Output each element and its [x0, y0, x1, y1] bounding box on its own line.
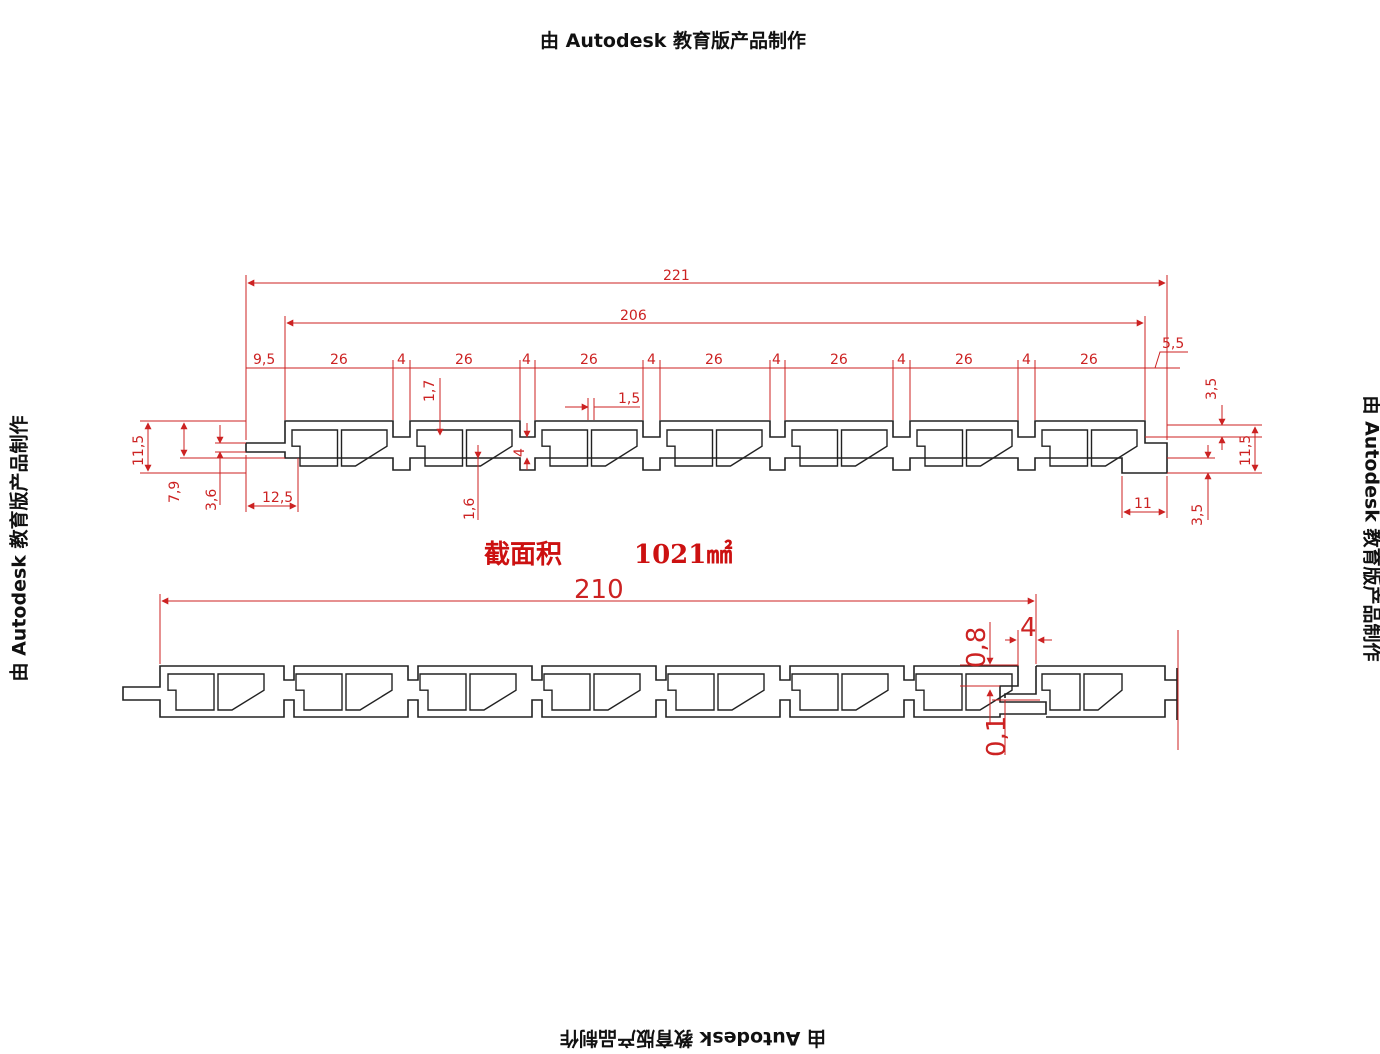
dim-left-offset: 9,5	[253, 352, 275, 368]
dim-cell-1: 26	[330, 352, 348, 368]
dim-overall-221: 221	[663, 268, 690, 284]
dim-gap-6: 4	[1022, 352, 1031, 368]
dim-gap-bottom: 0,1	[982, 716, 1012, 757]
dim-rib: 1,5	[618, 391, 640, 407]
dim-bottom-wall: 1,6	[462, 498, 478, 520]
top-chamber-5-left	[791, 429, 839, 467]
bottom-chamber-3-right	[469, 673, 517, 711]
watermark-left: 由 Autodesk 教育版产品制作	[8, 415, 31, 682]
dim-overlap: 4	[1020, 613, 1037, 643]
bottom-chamber-6-left	[791, 673, 839, 711]
bottom-chamber-5-left	[667, 673, 715, 711]
bottom-chamber-7-left	[915, 673, 963, 711]
bottom-profile-cells	[167, 673, 1123, 711]
bottom-chamber-4-right	[593, 673, 641, 711]
top-chamber-3-right	[590, 429, 638, 467]
dim-left-h3: 3,6	[204, 489, 220, 511]
bottom-chamber-5-right	[717, 673, 765, 711]
top-profile-cells	[291, 429, 1138, 467]
bottom-chamber-1-left	[167, 673, 215, 711]
dim-cell-2: 26	[455, 352, 473, 368]
bottom-chamber-8-right	[1083, 673, 1123, 711]
top-chamber-1-left	[291, 429, 339, 467]
bottom-chamber-8-left	[1041, 673, 1081, 711]
dim-left-height: 11,5	[131, 435, 147, 466]
bottom-chamber-2-left	[295, 673, 343, 711]
bottom-chamber-3-left	[419, 673, 467, 711]
top-chamber-1-right	[340, 429, 388, 467]
bottom-dimension-texts: 210 0,8 4 0,1	[574, 575, 1037, 757]
area-label: 截面积	[484, 540, 562, 570]
top-dimension-texts: 221 206 9,5 26 4 26 4 26 4 26 4 26 4 26 …	[131, 268, 1254, 526]
top-chamber-7-left	[1041, 429, 1089, 467]
dim-gap-3: 4	[647, 352, 656, 368]
dim-inner-206: 206	[620, 308, 647, 324]
dim-left-h2: 7,9	[167, 481, 183, 503]
dim-cell-3: 26	[580, 352, 598, 368]
bottom-chamber-1-right	[217, 673, 265, 711]
top-chamber-2-left	[416, 429, 464, 467]
dim-gap-top: 0,8	[962, 627, 992, 668]
watermark-bottom: 由 Autodesk 教育版产品制作	[560, 1027, 827, 1049]
bottom-chamber-4-left	[543, 673, 591, 711]
area-value: 1021㎟	[634, 539, 732, 570]
dim-cell-6: 26	[955, 352, 973, 368]
dim-gap-4: 4	[772, 352, 781, 368]
dim-right-slot: 11	[1134, 496, 1152, 512]
top-chamber-6-left	[916, 429, 964, 467]
watermark-top: 由 Autodesk 教育版产品制作	[540, 30, 807, 52]
bottom-chamber-2-right	[345, 673, 393, 711]
dim-groove-depth: 1,7	[422, 380, 438, 402]
dim-groove-width: 4	[512, 448, 528, 457]
top-chamber-4-right	[715, 429, 763, 467]
watermark-right: 由 Autodesk 教育版产品制作	[1360, 395, 1380, 662]
top-profile-outline	[245, 420, 1168, 474]
dim-gap-1: 4	[397, 352, 406, 368]
dim-bottom-overall-210: 210	[574, 575, 624, 605]
dim-gap-2: 4	[522, 352, 531, 368]
bottom-dimensions	[159, 594, 1179, 755]
dim-cell-4: 26	[705, 352, 723, 368]
top-chamber-5-right	[840, 429, 888, 467]
top-chamber-2-right	[465, 429, 513, 467]
dim-gap-5: 4	[897, 352, 906, 368]
top-chamber-4-left	[666, 429, 714, 467]
dim-cell-5: 26	[830, 352, 848, 368]
dim-right-height: 11,5	[1238, 435, 1254, 466]
top-chamber-3-left	[541, 429, 589, 467]
dim-tongue-length: 12,5	[262, 490, 293, 506]
dim-right-top-wall: 3,5	[1204, 378, 1220, 400]
top-chamber-7-right	[1090, 429, 1138, 467]
bottom-chamber-6-right	[841, 673, 889, 711]
bottom-profile-outline	[122, 665, 1178, 720]
dim-right-offset: 5,5	[1162, 336, 1184, 352]
top-chamber-6-right	[965, 429, 1013, 467]
dim-right-bottom-wall: 3,5	[1190, 504, 1206, 526]
dim-cell-7: 26	[1080, 352, 1098, 368]
top-dimensions	[140, 275, 1262, 520]
